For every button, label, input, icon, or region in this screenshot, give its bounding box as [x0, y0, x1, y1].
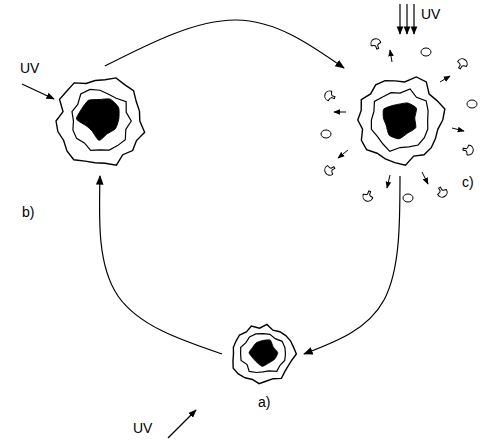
fragment-arrow: [422, 172, 428, 184]
stage-label: b): [22, 204, 34, 220]
inner-shell: [241, 334, 286, 373]
uv-ray: [22, 4, 414, 438]
uv-ray: [22, 84, 54, 99]
fragment: [462, 144, 474, 156]
outer-shell: [56, 78, 145, 165]
uv-ray: [413, 4, 414, 34]
core: [249, 340, 278, 367]
uv-label: UV: [421, 6, 440, 22]
fragment-arrow: [440, 76, 450, 82]
inner-shell: [371, 89, 428, 151]
fragment: [435, 185, 449, 199]
outer-shell: [233, 324, 296, 383]
core: [76, 99, 119, 140]
uv-ray: [406, 4, 407, 34]
uv-ray: [399, 4, 400, 34]
stage-label: a): [258, 394, 270, 410]
uv-label: UV: [133, 420, 152, 436]
fragment-arrow: [452, 128, 464, 131]
fragment-arrow: [387, 175, 390, 188]
particle: b): [52, 72, 148, 170]
cycle-arrow: [99, 176, 222, 354]
core: [383, 103, 416, 139]
stage-label: c): [462, 174, 474, 190]
fragment: [467, 100, 477, 108]
inner-shell: [72, 89, 131, 150]
outer-shell: [358, 77, 445, 165]
particle-outline: [352, 72, 448, 168]
uv-ray: [168, 410, 196, 438]
fragment: [323, 163, 337, 177]
fragment-arrow: [390, 50, 392, 62]
fragment: [323, 90, 336, 103]
cycle-arrow: [105, 20, 344, 68]
cycle-arrow: [304, 176, 400, 354]
fragment-arrow: [338, 150, 348, 158]
uv-label: UV: [20, 60, 39, 76]
fragment: [421, 48, 431, 56]
fragments: [321, 37, 477, 202]
particle-outline: [52, 72, 148, 170]
fragment-arrow: [334, 112, 346, 113]
fragment-arrows: [334, 50, 464, 188]
fragment: [403, 194, 413, 202]
fragment: [362, 190, 375, 203]
fragment: [455, 57, 469, 71]
fragment: [321, 130, 331, 138]
fragment: [370, 37, 383, 50]
particle-outline: [228, 322, 298, 386]
particle: c): [352, 72, 448, 168]
particle: a): [228, 322, 298, 386]
